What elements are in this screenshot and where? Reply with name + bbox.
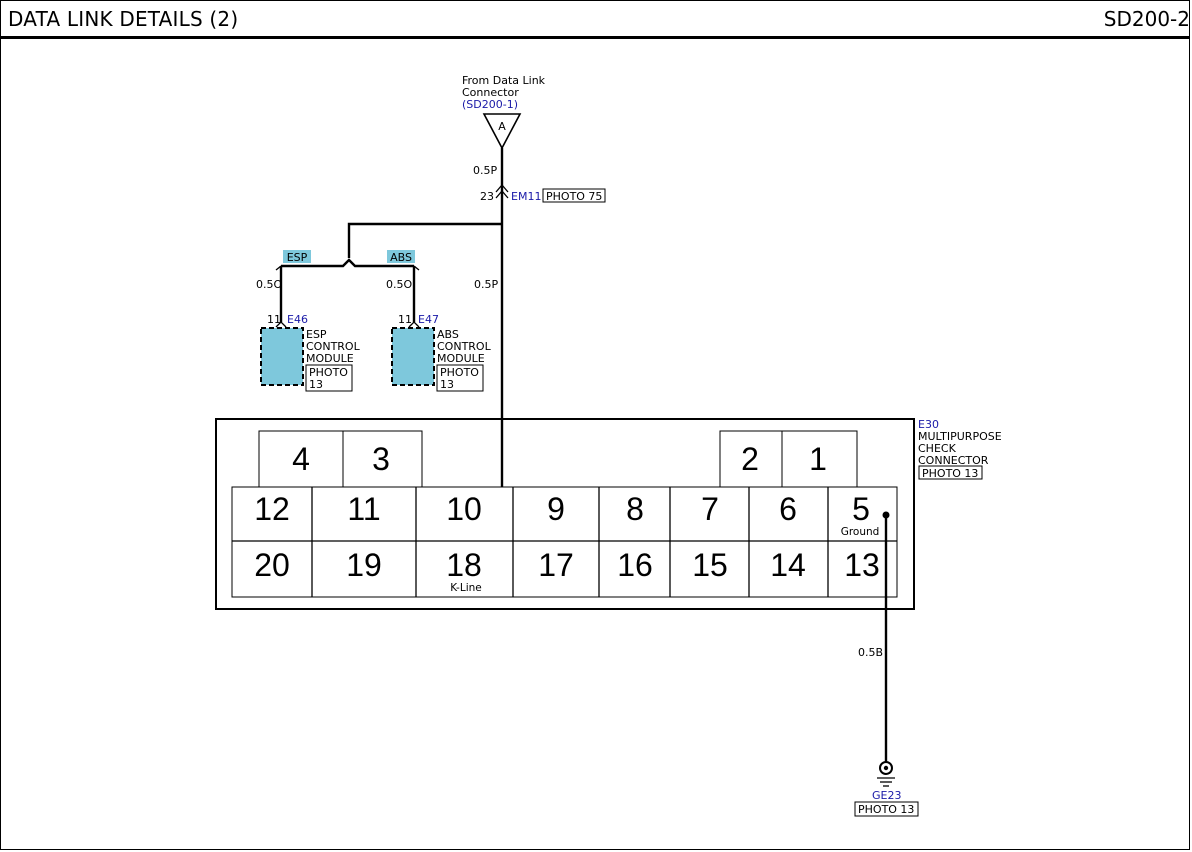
esp-pin: 11 [267, 313, 281, 326]
esp-control-module[interactable] [260, 327, 304, 386]
esp-id-link[interactable]: E46 [287, 313, 308, 326]
abs-name-3: MODULE [437, 352, 485, 365]
pin-4: 4 [292, 441, 310, 477]
pin-14: 14 [770, 547, 806, 583]
pin-2: 2 [741, 441, 759, 477]
em11-connector: 23 EM11 PHOTO 75 [480, 184, 606, 203]
pin-16: 16 [617, 547, 653, 583]
source-ref-link[interactable]: (SD200-1) [462, 98, 518, 111]
source-wire-color: 0.5P [473, 164, 497, 177]
e30-id-link[interactable]: E30 [918, 418, 939, 431]
pin-10: 10 [446, 491, 482, 527]
main-wire-color: 0.5P [474, 278, 498, 291]
pin-6: 6 [779, 491, 797, 527]
esp-module-group: ESP 0.5O 11 E46 ESP CONTROL MODULE PHOTO… [256, 250, 361, 392]
ground-photo-box[interactable] [854, 801, 919, 817]
header-rule [0, 36, 1190, 39]
pin-8: 8 [626, 491, 644, 527]
source-label-line2: Connector [462, 86, 519, 99]
esp-wire-color: 0.5O [256, 278, 282, 291]
abs-control-module[interactable] [391, 327, 435, 386]
e30-photo-box[interactable] [918, 465, 983, 480]
esp-photo-box[interactable] [305, 364, 353, 392]
branch-bus [281, 258, 414, 268]
esp-tag-bg [283, 250, 311, 263]
source-terminal-letter: A [498, 120, 506, 133]
connector-chevron-icon [495, 190, 509, 199]
abs-name-1: ABS [437, 328, 459, 341]
pin18-kline-label: K-Line [450, 582, 481, 594]
esp-photo-1: PHOTO [309, 366, 348, 379]
abs-pin-chevron-icon [408, 321, 420, 328]
em11-id-link[interactable]: EM11 [511, 190, 541, 203]
branch-wire [347, 222, 502, 258]
esp-name-3: MODULE [306, 352, 354, 365]
em11-pin: 23 [480, 190, 494, 203]
pin-11: 11 [347, 491, 380, 527]
ground-photo: PHOTO 13 [858, 803, 914, 816]
abs-module-group: ABS 0.5O 11 E47 ABS CONTROL MODULE PHOTO… [386, 250, 492, 392]
abs-photo-2: 13 [440, 378, 454, 391]
pin-15: 15 [692, 547, 728, 583]
pin-1: 1 [809, 441, 827, 477]
pin-17: 17 [538, 547, 574, 583]
abs-tag: ABS [390, 251, 412, 264]
pin-18: 18 [446, 547, 482, 583]
esp-photo-2: 13 [309, 378, 323, 391]
pin-5: 5 [852, 491, 870, 527]
pin-13: 13 [844, 547, 880, 583]
source-label-line1: From Data Link [462, 74, 546, 87]
abs-name-2: CONTROL [437, 340, 492, 353]
pin-grid [231, 486, 898, 598]
abs-id-link[interactable]: E47 [418, 313, 439, 326]
abs-photo-1: PHOTO [440, 366, 479, 379]
pin-7: 7 [701, 491, 719, 527]
abs-photo-box[interactable] [436, 364, 484, 392]
e30-name-3: CONNECTOR [918, 454, 989, 467]
ground-symbol-icon [877, 761, 895, 787]
pin-cell-4 [258, 430, 344, 488]
esp-name-2: CONTROL [306, 340, 361, 353]
ground-wire-color: 0.5B [858, 646, 883, 659]
page-code: SD200-2 [1103, 7, 1190, 31]
pin-cell-2 [719, 430, 783, 488]
e30-outline [215, 418, 915, 610]
abs-wire-color: 0.5O [386, 278, 412, 291]
ground-id-link[interactable]: GE23 [872, 789, 901, 802]
pin5-ground-label: Ground [841, 526, 880, 538]
e30-name-1: MULTIPURPOSE [918, 430, 1002, 443]
e30-connector: 4 3 2 1 12 11 10 9 8 7 6 5 Ground 20 19 … [215, 418, 1002, 610]
pin-19: 19 [346, 547, 382, 583]
pin-9: 9 [547, 491, 565, 527]
pin-12: 12 [254, 491, 290, 527]
pin-20: 20 [254, 547, 290, 583]
pin-cell-3 [342, 430, 423, 488]
esp-name-1: ESP [306, 328, 327, 341]
abs-tag-bg [387, 250, 415, 263]
page-title: DATA LINK DETAILS (2) [8, 7, 239, 31]
connector-chevron-icon-2 [495, 184, 509, 193]
e30-photo: PHOTO 13 [922, 467, 978, 480]
esp-tag: ESP [287, 251, 308, 264]
pin-3: 3 [372, 441, 390, 477]
em11-photo-box[interactable] [542, 188, 606, 203]
abs-pin: 11 [398, 313, 412, 326]
source-terminal: From Data Link Connector (SD200-1) A 0.5… [462, 74, 546, 177]
e30-name-2: CHECK [918, 442, 957, 455]
em11-photo: PHOTO 75 [546, 190, 602, 203]
esp-pin-chevron-icon [275, 321, 287, 328]
terminal-triangle-icon [482, 113, 522, 150]
